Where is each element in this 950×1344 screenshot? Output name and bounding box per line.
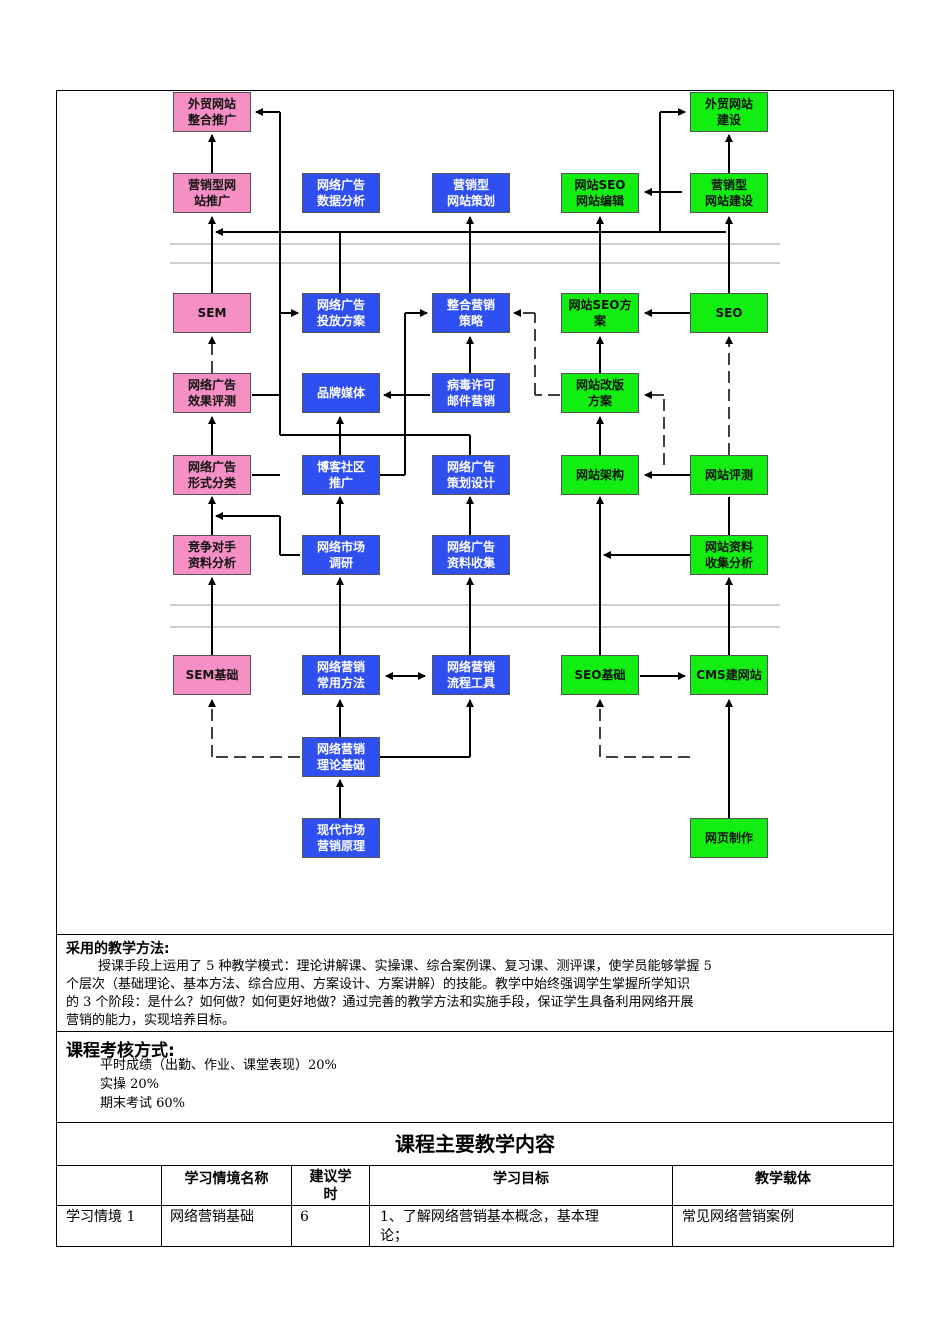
box-yxlc: 网络营销 流程工具	[432, 655, 510, 695]
methods-line-1: 授课手段上运用了 5 种教学模式：理论讲解课、实操课、综合案例课、复习课、测评课…	[98, 959, 712, 974]
box-gbfa: 网站改版 方案	[561, 373, 639, 413]
content-title: 课程主要教学内容	[395, 1132, 555, 1156]
box-label: 网站资料 收集分析	[704, 540, 753, 570]
box-jzds: 竞争对手 资料分析	[173, 535, 251, 575]
box-label: SEM	[197, 306, 227, 320]
box-label: 外贸网站 建设	[704, 97, 753, 127]
box-yxcy: 网络营销 常用方法	[302, 655, 380, 695]
box-seo: SEO	[690, 293, 768, 333]
methods-title: 采用的教学方法:	[66, 941, 170, 957]
content-table-frame	[56, 1165, 894, 1247]
box-label: SEM基础	[185, 668, 239, 682]
box-label: 网站SEO方 案	[568, 298, 632, 328]
row-hours: 6	[300, 1209, 309, 1225]
box-label: 病毒许可 邮件营销	[446, 378, 495, 408]
box-label: 网络广告 数据分析	[316, 178, 365, 208]
box-label: 网站改版 方案	[575, 378, 624, 408]
box-label: 竞争对手 资料分析	[187, 540, 236, 570]
box-label: 网页制作	[704, 831, 753, 845]
box-ggch: 网络广告 策划设计	[432, 455, 510, 495]
diagram-band-top-2	[170, 262, 780, 264]
box-label: CMS建网站	[696, 668, 762, 682]
box-ppmt: 品牌媒体	[302, 373, 380, 413]
box-wyzz: 网页制作	[690, 818, 768, 858]
box-label: 网络广告 效果评测	[187, 378, 236, 408]
table-col-4	[672, 1166, 673, 1246]
box-cms: CMS建网站	[690, 655, 768, 695]
header-goal: 学习目标	[493, 1171, 549, 1187]
box-label: 网络营销 理论基础	[316, 742, 365, 772]
diagram-connectors	[208, 108, 733, 818]
box-label: 网络广告 投放方案	[316, 298, 365, 328]
box-scdy: 网络市场 调研	[302, 535, 380, 575]
box-label: 外贸网站 整合推广	[187, 97, 236, 127]
box-label: SEO基础	[574, 668, 626, 682]
assessment-title: 课程考核方式:	[66, 1041, 175, 1061]
row-carrier: 常见网络营销案例	[682, 1209, 794, 1225]
box-yxll: 网络营销 理论基础	[302, 737, 380, 777]
box-ggxs: 网络广告 形式分类	[173, 455, 251, 495]
box-label: 网站架构	[575, 468, 624, 482]
box-seofa: 网站SEO方 案	[561, 293, 639, 333]
box-label: 整合营销 策略	[446, 298, 495, 328]
row-name: 网络营销基础	[170, 1209, 254, 1225]
box-label: 博客社区 推广	[316, 460, 365, 490]
methods-line-3: 的 3 个阶段：是什么？如何做？如何更好地做？通过完善的教学方法和实施手段，保证…	[66, 995, 694, 1010]
box-label: 营销型 网站建设	[704, 178, 753, 208]
box-label: 网络营销 流程工具	[446, 660, 495, 690]
box-label: 现代市场 营销原理	[316, 823, 365, 853]
table-col-1	[161, 1166, 162, 1246]
box-ggsj: 网络广告 数据分析	[302, 173, 380, 213]
header-carrier: 教学载体	[755, 1171, 811, 1187]
box-ggtf: 网络广告 投放方案	[302, 293, 380, 333]
box-sem: SEM	[173, 293, 251, 333]
box-label: 营销型网 站推广	[187, 178, 236, 208]
box-zhyx: 整合营销 策略	[432, 293, 510, 333]
methods-divider	[57, 1031, 893, 1032]
assessment-item-3: 期末考试 60%	[100, 1096, 186, 1111]
box-label: 网站评测	[704, 468, 753, 482]
methods-line-2: 个层次（基础理论、基本方法、综合应用、方案设计、方案讲解）的技能。教学中始终强调…	[66, 977, 691, 992]
box-ggxg: 网络广告 效果评测	[173, 373, 251, 413]
methods-line-4: 营销的能力，实现培养目标。	[66, 1013, 236, 1028]
box-label: SEO	[715, 306, 743, 320]
box-bksq: 博客社区 推广	[302, 455, 380, 495]
box-xdsc: 现代市场 营销原理	[302, 818, 380, 858]
box-label: 网络市场 调研	[316, 540, 365, 570]
box-wzjg: 网站架构	[561, 455, 639, 495]
box-label: 网站SEO 网站编辑	[574, 178, 626, 208]
box-wzpc: 网站评测	[690, 455, 768, 495]
box-label: 营销型 网站策划	[446, 178, 495, 208]
box-ggzl: 网络广告 资料收集	[432, 535, 510, 575]
box-wmjs: 外贸网站 建设	[690, 92, 768, 132]
box-yxch: 营销型 网站策划	[432, 173, 510, 213]
row-index: 学习情境 1	[66, 1209, 136, 1225]
table-col-2	[291, 1166, 292, 1246]
box-yxwz: 营销型网 站推广	[173, 173, 251, 213]
table-row-divider	[57, 1205, 893, 1206]
header-hours: 建议学 时	[309, 1169, 352, 1203]
box-bdxk: 病毒许可 邮件营销	[432, 373, 510, 413]
box-label: 品牌媒体	[316, 386, 365, 400]
box-seobj: 网站SEO 网站编辑	[561, 173, 639, 213]
row-goal: 1、了解网络营销基本概念，基本理 论；	[380, 1209, 599, 1244]
header-name: 学习情境名称	[184, 1171, 269, 1187]
box-zlsj: 网站资料 收集分析	[690, 535, 768, 575]
box-seojc: SEO基础	[561, 655, 639, 695]
diagram-band-bottom-2	[170, 626, 780, 628]
box-label: 网络营销 常用方法	[316, 660, 365, 690]
box-label: 网络广告 形式分类	[187, 460, 236, 490]
diagram-band-top-1	[170, 243, 780, 245]
box-yxjs: 营销型 网站建设	[690, 173, 768, 213]
table-col-3	[369, 1166, 370, 1246]
box-label: 网络广告 策划设计	[446, 460, 495, 490]
box-wmzd: 外贸网站 整合推广	[173, 92, 251, 132]
assessment-item-1: 平时成绩（出勤、作业、课堂表现）20%	[100, 1058, 337, 1073]
box-semjc: SEM基础	[173, 655, 251, 695]
assessment-item-2: 实操 20%	[100, 1077, 160, 1092]
box-label: 网络广告 资料收集	[446, 540, 495, 570]
diagram-band-bottom-1	[170, 604, 780, 606]
